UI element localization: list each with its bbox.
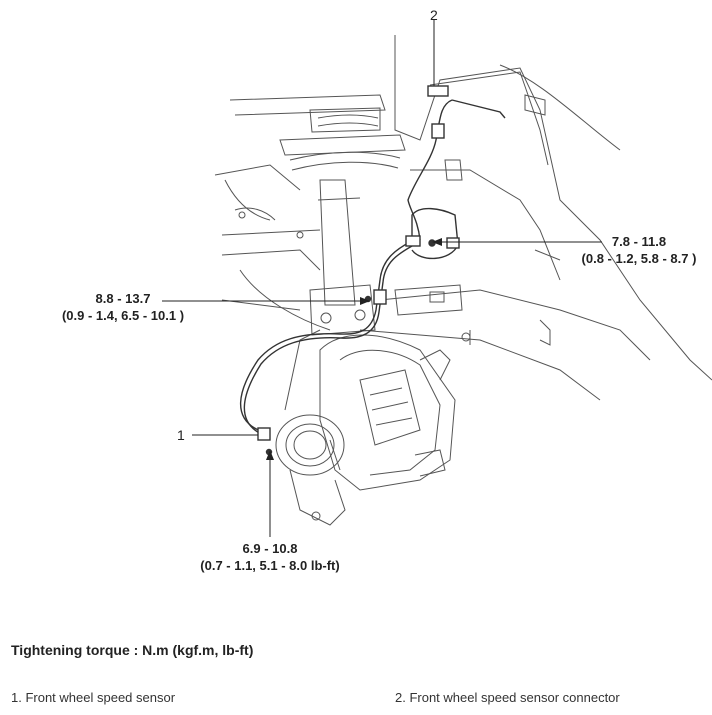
torque-label-sensor: 6.9 - 10.8 (0.7 - 1.1, 5.1 - 8.0 lb-ft) [188, 540, 352, 574]
legend-item-2: 2. Front wheel speed sensor connector [395, 690, 620, 705]
torque-value-alt-units: (0.8 - 1.2, 5.8 - 8.7 ) [581, 251, 697, 266]
torque-value: 8.8 - 13.7 [95, 291, 151, 306]
strut-spring [279, 107, 406, 336]
body-structure [214, 94, 386, 331]
torque-value: 7.8 - 11.8 [611, 234, 667, 249]
body-panel [359, 35, 712, 401]
arrowhead-torque-3 [266, 450, 274, 460]
arrowhead-torque-1 [432, 238, 442, 246]
callout-1: 1 [177, 427, 185, 443]
callout-2: 2 [430, 7, 438, 23]
torque-label-bracket: 8.8 - 13.7 (0.9 - 1.4, 6.5 - 10.1 ) [50, 290, 196, 324]
torque-label-connector: 7.8 - 11.8 (0.8 - 1.2, 5.8 - 8.7 ) [572, 233, 706, 267]
brake-caliper-hub [275, 329, 456, 526]
torque-value: 6.9 - 10.8 [242, 541, 298, 556]
arrowheads [266, 238, 442, 460]
torque-units-caption: Tightening torque : N.m (kgf.m, lb-ft) [11, 642, 254, 658]
leader-lines [162, 20, 602, 537]
suspension-diagram [162, 20, 712, 537]
arrowhead-torque-2 [360, 297, 370, 305]
torque-value-alt-units: (0.9 - 1.4, 6.5 - 10.1 ) [61, 308, 185, 323]
torque-value-alt-units: (0.7 - 1.1, 5.1 - 8.0 lb-ft) [200, 558, 340, 573]
legend-item-1: 1. Front wheel speed sensor [11, 690, 176, 705]
